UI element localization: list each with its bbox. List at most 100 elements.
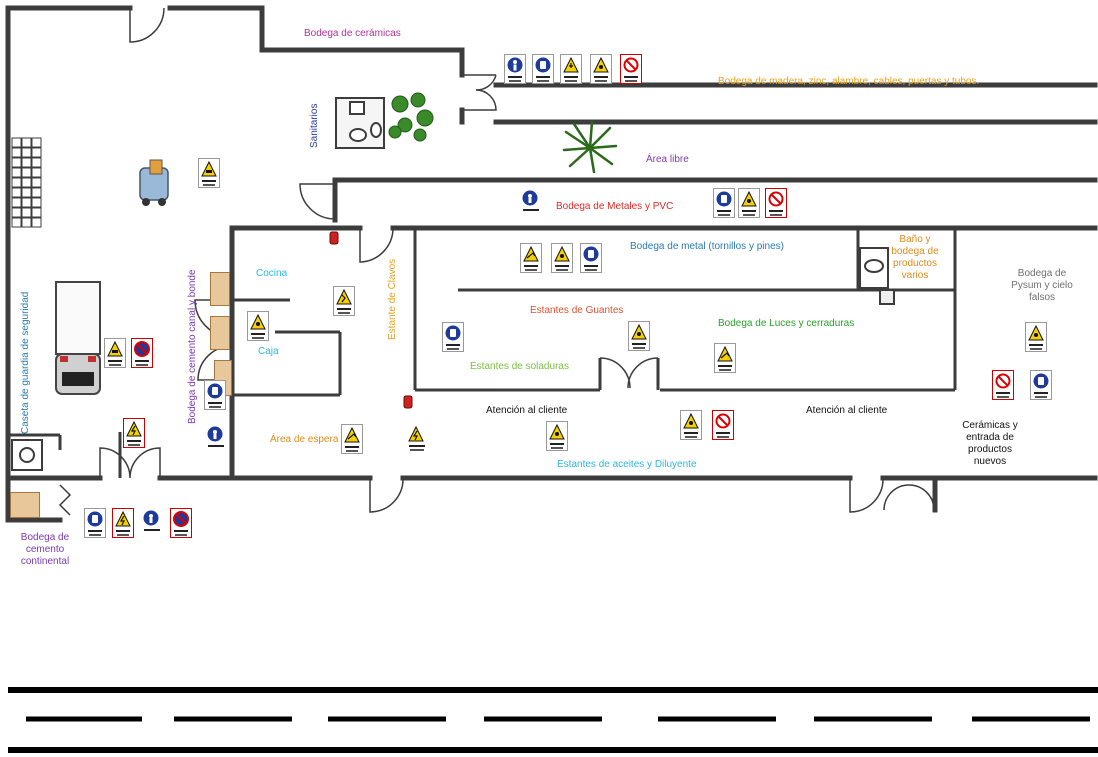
electric-warning-icon [126,421,142,437]
inner-walls [8,228,957,478]
warning-sign [680,410,702,440]
mandatory-icon [507,57,523,73]
warning-sign [333,286,355,316]
warning-icon [593,57,609,73]
sign-caption [108,360,122,362]
mandatory-sign [84,508,106,538]
label-line: entrada de [966,432,1014,443]
mandatory-sign [713,188,735,218]
road [8,687,1098,753]
label-line: Bodega de [1017,268,1067,279]
mandatory-icon [535,57,551,73]
mandatory-icon [207,426,223,442]
sign-caption [116,530,130,532]
sign-caption [769,210,783,212]
label-bodega-metales-pvc: Bodega de Metales y PVC [556,201,674,212]
sign-caption [174,530,188,532]
prohibition-sign [712,410,734,440]
sign-caption [203,184,215,186]
label-line: Pysum y cielo [1011,280,1073,291]
no-smoking-icon [715,413,731,429]
sign-caption [127,440,141,442]
label-line: bodega de [891,246,939,257]
sign-caption [594,76,608,78]
sign-caption [208,402,222,404]
sign-caption [135,360,149,362]
label-estantes-soldaduras: Estantes de soladuras [470,361,569,372]
sign-caption [109,364,121,366]
sign-caption [565,80,577,82]
mandatory-sign [1030,370,1052,400]
prohibition-sign [992,370,1014,400]
sign-caption [1035,396,1047,398]
label-caja: Caja [258,346,279,357]
forklift-icon [139,159,169,206]
guard-toilet [11,439,43,471]
prohibition-sign [620,54,642,84]
sign-caption [1034,392,1048,394]
label-area-espera: Área de espera [270,434,339,445]
label-line: falsos [1028,292,1056,303]
sign-caption [175,534,187,536]
sign-caption [446,344,460,346]
warning-sign [341,424,363,454]
warning-sign [551,243,573,273]
mandatory-icon [522,190,538,206]
sign-caption [718,365,732,367]
sign-caption [555,265,569,267]
sign-caption [536,76,550,78]
sign-caption [717,436,729,438]
window-grid [11,137,42,228]
warning-icon [741,191,757,207]
mandatory-icon [87,511,103,527]
sign-caption [584,265,598,267]
no-smoking-icon [995,373,1011,389]
mandatory-sign [205,424,227,454]
sign-caption [997,396,1009,398]
label-line: Cerámicas y [962,420,1018,431]
label-line: cemento [25,544,65,555]
prohibition-sign [765,188,787,218]
sign-caption [717,210,731,212]
label-area-libre: Área libre [646,154,689,165]
warning-sign [112,508,134,538]
warning-sign [406,424,428,454]
sign-caption [252,337,264,339]
label-bodega-cemento-canal: Bodega de cemento canal y bonde [187,269,198,424]
sign-caption [1030,348,1042,350]
walls [5,5,1098,523]
sign-caption [136,364,148,366]
warning-sign [546,421,568,451]
no-parking-icon [173,511,189,527]
warning-sign [104,338,126,368]
warning-icon [563,57,579,73]
slip-warning-icon [336,289,352,305]
sign-caption [523,209,539,211]
warning-icon [631,324,647,340]
no-parking-icon [134,341,150,357]
sign-caption [409,445,425,447]
mandatory-icon [143,510,159,526]
sign-caption [743,214,755,216]
sign-caption [1029,344,1043,346]
no-smoking-icon [623,57,639,73]
sign-caption [719,369,731,371]
sign-caption [202,180,216,182]
mandatory-icon [445,325,461,341]
sign-caption [509,80,521,82]
sign-caption [770,214,782,216]
sign-caption [208,445,224,447]
warning-sign [628,321,650,351]
cement-stack [210,272,230,306]
warning-sign [738,188,760,218]
label-line: productos [968,444,1012,455]
mandatory-icon [1033,373,1049,389]
warning-icon [683,413,699,429]
sign-caption [338,312,350,314]
warning-icon [250,314,266,330]
mandatory-sign [141,508,163,538]
fire-extinguisher-icon [329,231,413,409]
label-estantes-aceites: Estantes de aceites y Diluyente [557,459,697,470]
sign-caption [346,450,358,452]
